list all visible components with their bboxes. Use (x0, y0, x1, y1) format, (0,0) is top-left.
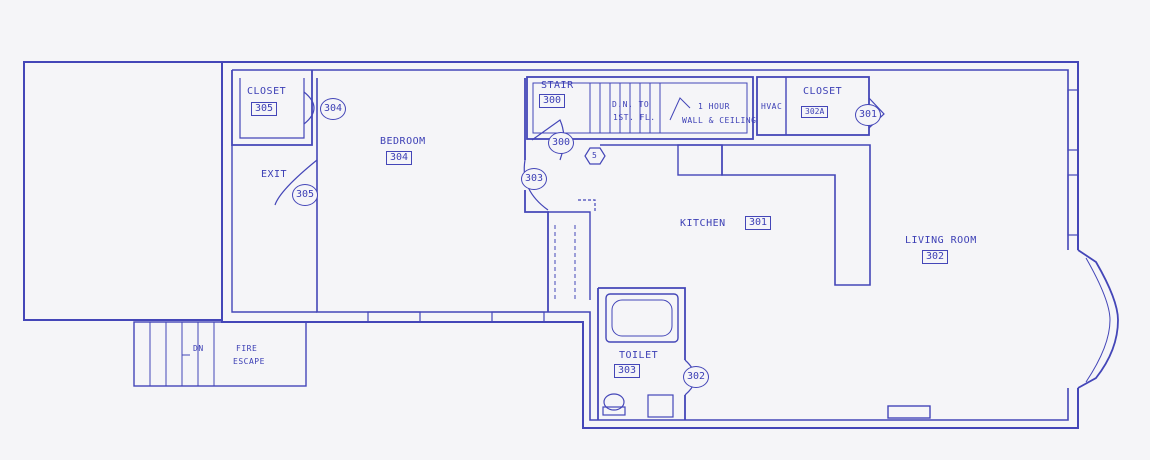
bay-window (1077, 249, 1119, 389)
bathtub (605, 293, 679, 343)
hvac-label: HVAC (761, 102, 783, 111)
living-room-number: 302 (922, 250, 949, 264)
kitchen-number: 301 (745, 216, 772, 230)
fire-escape-arrow-label: DN (193, 344, 204, 353)
bedroom-name: BEDROOM (380, 136, 426, 147)
closet-302a-number: 302A (801, 106, 829, 118)
toilet-room-walls (597, 287, 686, 420)
stair-number: 300 (539, 94, 566, 108)
wall-note-line1: 1 HOUR (698, 102, 730, 111)
door-tag-305: 305 (292, 184, 318, 206)
toilet-number: 303 (614, 364, 641, 378)
living-room-name: LIVING ROOM (905, 235, 977, 246)
section-marker-number: 5 (592, 151, 598, 160)
fire-escape (133, 321, 307, 387)
exit-label: EXIT (261, 169, 288, 180)
kitchen-fridge (677, 144, 723, 176)
rear-deck-outline (23, 61, 223, 321)
door-swing-304 (303, 91, 315, 125)
closet-305-inner (239, 78, 305, 139)
door-swing-305 (274, 159, 318, 206)
section-marker-hex (584, 147, 606, 165)
fire-escape-line1: FIRE (236, 344, 258, 353)
stair-note-line2: 1ST. FL. (613, 113, 656, 122)
exit-corridor-wall (231, 145, 317, 313)
kitchen-counter (600, 144, 871, 286)
bedroom-right-wall (524, 78, 549, 312)
closet-305-walls (231, 70, 313, 146)
stair-note-line1: D.N. TO (612, 100, 650, 109)
closet-302a-name: CLOSET (803, 86, 843, 97)
kitchen-partition (548, 211, 591, 300)
closet-305-name: CLOSET (247, 86, 287, 97)
sink (647, 394, 674, 418)
radiator (887, 405, 931, 419)
door-tag-300: 300 (548, 132, 574, 154)
toilet-fixture (603, 393, 625, 411)
kitchen-name: KITCHEN (680, 218, 726, 229)
bedroom-number: 304 (386, 151, 413, 165)
closet-305-number: 305 (251, 102, 278, 116)
stair-box (526, 76, 754, 140)
door-tag-302: 302 (683, 366, 709, 388)
door-tag-301: 301 (855, 104, 881, 126)
toilet-name: TOILET (619, 350, 659, 361)
fire-escape-line2: ESCAPE (233, 357, 265, 366)
door-tag-303: 303 (521, 168, 547, 190)
stair-name: STAIR (541, 80, 574, 91)
door-tag-304: 304 (320, 98, 346, 120)
wall-note-line2: WALL & CEILING (682, 116, 757, 125)
